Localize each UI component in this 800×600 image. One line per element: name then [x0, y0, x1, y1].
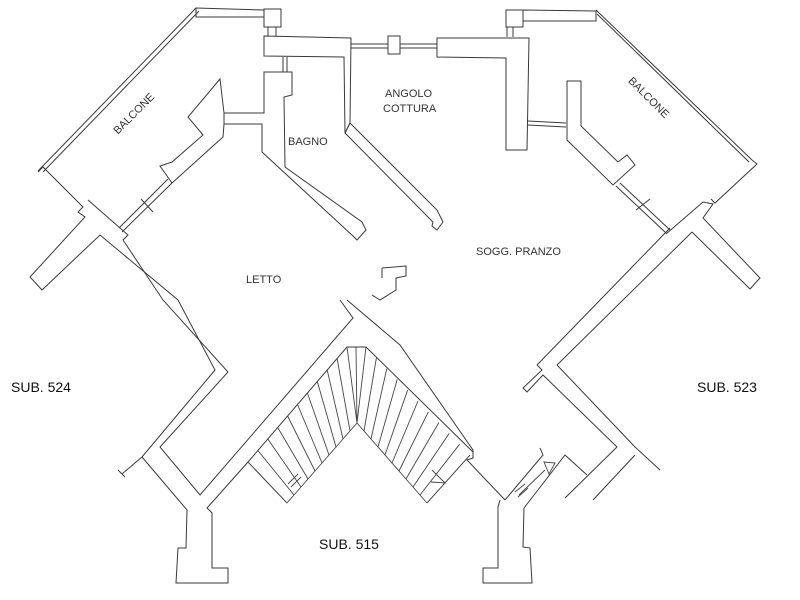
stair-tread: [326, 369, 344, 440]
stair-tread: [306, 392, 330, 456]
walls: [29, 7, 761, 584]
stair-tread: [398, 411, 429, 472]
staircase: [247, 346, 471, 504]
stair-tread: [363, 357, 377, 432]
stair-tread: [316, 381, 337, 448]
stair-tread: [377, 379, 398, 448]
stair-tread: [297, 404, 323, 464]
stair-tread: [277, 427, 309, 480]
stair-tread: [346, 346, 358, 424]
unit-label-515: SUB. 515: [319, 536, 379, 552]
unit-label-524: SUB. 524: [11, 379, 71, 395]
stair-tread: [267, 438, 302, 488]
stair-tread: [405, 422, 440, 480]
stair-tread: [412, 433, 450, 488]
stair-tread: [370, 368, 388, 440]
stair-tread: [419, 443, 460, 496]
stair-tread: [257, 450, 295, 496]
room-label-bagno: BAGNO: [288, 136, 328, 148]
stair-tread: [356, 346, 367, 424]
stair-tread: [384, 390, 409, 456]
stair-down-arrow-icon: [430, 469, 447, 484]
room-label-angolo: ANGOLO: [385, 88, 433, 100]
stair-tread: [247, 461, 288, 504]
stair-tread: [426, 454, 471, 504]
stair-tread: [336, 358, 351, 432]
room-label-cottura: COTTURA: [383, 103, 437, 115]
entrance-door[interactable]: [287, 461, 556, 498]
room-label-soggiorno: SOGG. PRANZO: [476, 246, 561, 258]
unit-label-523: SUB. 523: [697, 379, 757, 395]
stair-tread: [391, 400, 419, 464]
stair-tread: [287, 415, 316, 472]
room-label-letto: LETTO: [246, 274, 282, 286]
